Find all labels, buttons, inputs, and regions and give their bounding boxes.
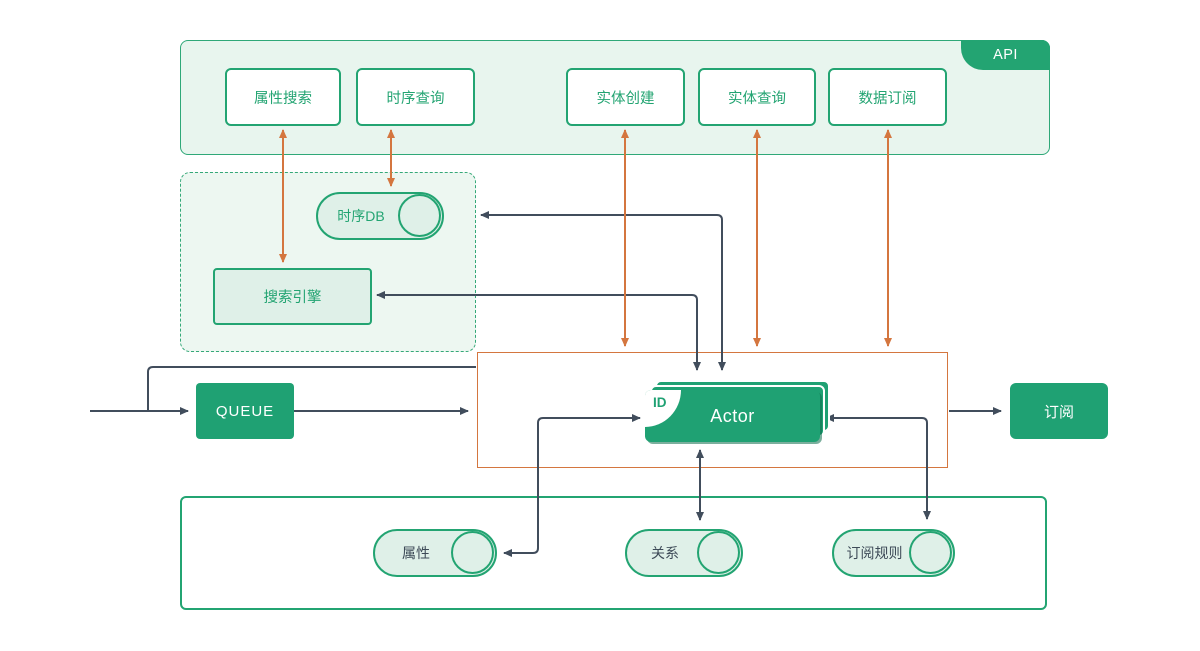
relation-cylinder: 关系 xyxy=(625,529,743,577)
actor-label: Actor xyxy=(710,405,755,426)
api-box-timeseries-query: 时序查询 xyxy=(356,68,475,126)
search-engine-label: 搜索引擎 xyxy=(263,290,322,306)
api-box-label: 实体查询 xyxy=(728,90,786,107)
subscribe-box: 订阅 xyxy=(1010,383,1108,439)
attribute-label: 属性 xyxy=(402,545,430,561)
tsdb-cylinder: 时序DB xyxy=(316,192,444,240)
api-tag: API xyxy=(961,40,1050,70)
api-box-data-subscribe: 数据订阅 xyxy=(828,68,947,126)
queue-label: QUEUE xyxy=(215,402,275,420)
attribute-cylinder: 属性 xyxy=(373,529,497,577)
cylinder-cap xyxy=(697,531,740,574)
api-box-label: 数据订阅 xyxy=(858,90,917,107)
api-tag-label: API xyxy=(993,47,1018,63)
cylinder-cap xyxy=(909,531,952,574)
relation-label: 关系 xyxy=(651,545,679,561)
api-box-label: 属性搜索 xyxy=(254,90,312,107)
api-box-label: 实体创建 xyxy=(596,90,655,107)
cylinder-cap xyxy=(398,194,441,237)
search-engine-box: 搜索引擎 xyxy=(213,268,372,325)
arrow-actor-tsdb xyxy=(480,211,726,371)
subscribe-rule-label: 订阅规则 xyxy=(846,545,903,561)
api-box-entity-query: 实体查询 xyxy=(698,68,816,126)
subscribe-rule-cylinder: 订阅规则 xyxy=(832,529,955,577)
actor-id-badge: ID xyxy=(645,390,681,427)
actor-id-label: ID xyxy=(653,395,667,410)
cylinder-cap xyxy=(451,531,494,574)
queue-box: QUEUE xyxy=(196,383,294,439)
tsdb-label: 时序DB xyxy=(337,208,385,224)
subscribe-label: 订阅 xyxy=(1043,403,1074,421)
api-box-entity-create: 实体创建 xyxy=(566,68,685,126)
api-box-label: 时序查询 xyxy=(386,90,445,107)
actor-card: ID Actor xyxy=(645,390,820,442)
api-box-attribute-search: 属性搜索 xyxy=(225,68,341,126)
